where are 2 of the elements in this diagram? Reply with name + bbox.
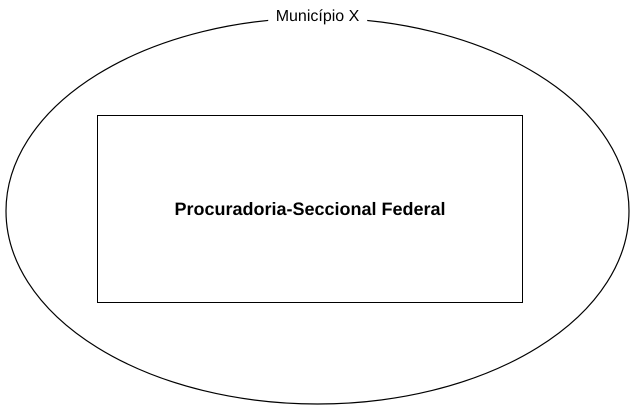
region-label: Município X xyxy=(268,8,368,26)
office-name: Procuradoria-Seccional Federal xyxy=(174,198,446,220)
